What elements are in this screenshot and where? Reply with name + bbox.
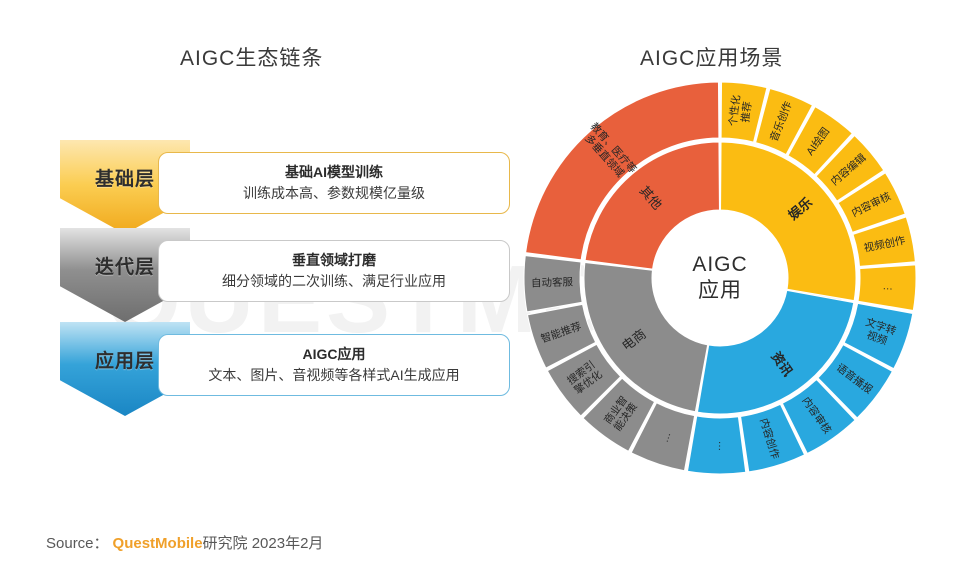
layer-subtitle-iteration: 细分领域的二次训练、满足行业应用 xyxy=(222,272,446,289)
layer-subtitle-foundation: 训练成本高、参数规模亿量级 xyxy=(243,184,425,201)
sunburst-outer-label: … xyxy=(659,430,674,444)
sunburst-outer-segment[interactable] xyxy=(523,255,583,313)
layer-tag-foundation: 基础层 xyxy=(94,168,155,190)
sunburst-outer-segment[interactable] xyxy=(740,403,806,473)
sunburst-outer-segment[interactable] xyxy=(720,81,768,143)
sunburst-outer-segment[interactable] xyxy=(852,216,916,267)
sunburst-outer-segment[interactable] xyxy=(546,343,622,417)
center-label-line1: AIGC xyxy=(692,252,748,276)
sunburst-outer-label: … xyxy=(882,280,893,293)
sunburst-outer-segment[interactable] xyxy=(686,415,747,475)
layer-row-application: 应用层 AIGC应用 文本、图片、音视频等各样式AI生成应用 xyxy=(60,322,510,416)
layer-row-foundation: 基础层 基础AI模型训练 训练成本高、参数规模亿量级 xyxy=(60,140,510,234)
layer-card-application: AIGC应用 文本、图片、音视频等各样式AI生成应用 xyxy=(158,334,510,396)
layer-card-foundation: 基础AI模型训练 训练成本高、参数规模亿量级 xyxy=(158,152,510,214)
sunburst-outer-segment[interactable] xyxy=(815,134,885,202)
sunburst-outer-segment[interactable] xyxy=(755,87,814,156)
sunburst-inner-segment[interactable] xyxy=(584,141,720,270)
source-footer: Source：QuestMobile研究院 2023年2月 xyxy=(46,532,323,553)
left-panel-title: AIGC生态链条 xyxy=(180,47,324,70)
right-panel-title: AIGC应用场景 xyxy=(640,47,784,70)
source-suffix: 研究院 2023年2月 xyxy=(202,535,324,552)
layer-heading-iteration: 垂直领域打磨 xyxy=(292,251,376,268)
sunburst-outer-label: 个性化推荐 xyxy=(726,94,755,129)
sunburst-outer-segment[interactable] xyxy=(817,344,894,419)
sunburst-outer-segment[interactable] xyxy=(582,377,656,452)
layer-heading-foundation: 基础AI模型训练 xyxy=(285,163,383,180)
layer-tag-application: 应用层 xyxy=(94,350,155,372)
sunburst-center-hub xyxy=(652,210,788,346)
sunburst-outer-segment[interactable] xyxy=(630,402,696,472)
sunburst-outer-segment[interactable] xyxy=(525,81,720,261)
layer-tag-iteration: 迭代层 xyxy=(94,256,155,278)
layer-heading-application: AIGC应用 xyxy=(302,345,366,362)
source-brand: QuestMobile xyxy=(112,535,203,552)
sunburst-outer-segment[interactable] xyxy=(857,264,917,312)
layer-subtitle-application: 文本、图片、音视频等各样式AI生成应用 xyxy=(208,366,460,383)
sunburst-outer-label: … xyxy=(711,441,723,452)
sunburst-outer-segment[interactable] xyxy=(787,105,853,176)
sunburst-outer-segment[interactable] xyxy=(843,302,914,370)
sunburst-outer-segment[interactable] xyxy=(837,172,906,233)
sunburst-outer-segment[interactable] xyxy=(781,378,856,455)
sunburst-center-label: AIGC 应用 xyxy=(692,252,747,305)
layer-card-iteration: 垂直领域打磨 细分领域的二次训练、满足行业应用 xyxy=(158,240,510,302)
layer-row-iteration: 迭代层 垂直领域打磨 细分领域的二次训练、满足行业应用 xyxy=(60,228,510,322)
source-label: Source： xyxy=(46,535,109,552)
sunburst-outer-label: 自动客服 xyxy=(531,275,574,289)
sunburst-outer-segment[interactable] xyxy=(526,303,597,369)
center-label-line2: 应用 xyxy=(698,279,742,302)
